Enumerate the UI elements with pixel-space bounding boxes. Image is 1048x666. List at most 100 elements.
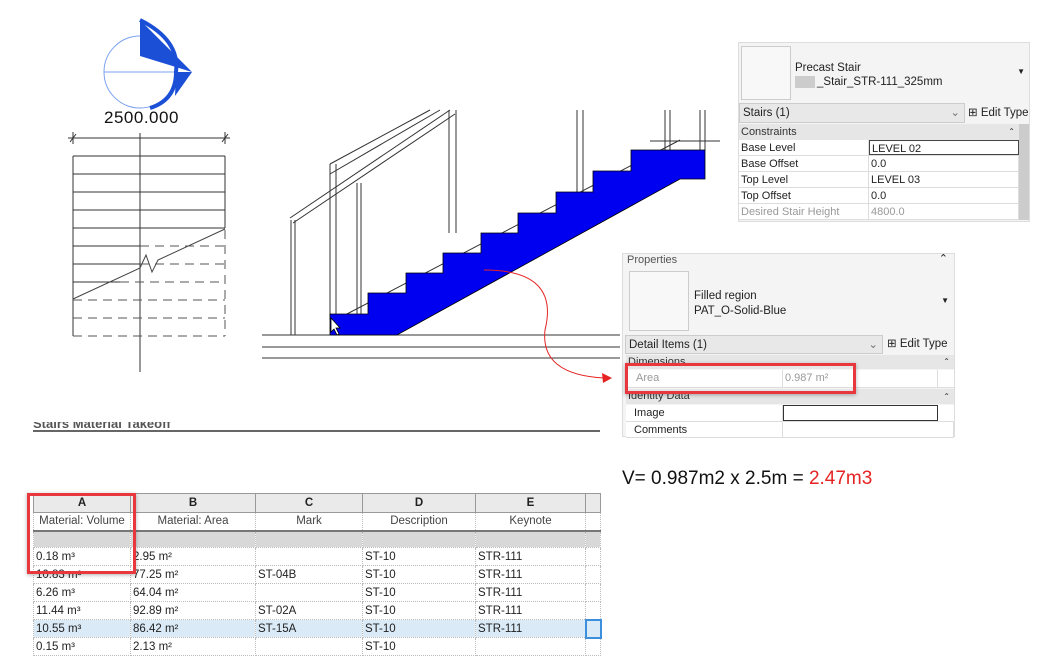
region-properties-panel: Properties ⌃ Filled region PAT_O-Solid-B…: [622, 253, 955, 438]
prop-key: Top Offset: [739, 188, 869, 203]
table-cell[interactable]: [584, 618, 602, 639]
base-offset-field[interactable]: 0.0: [869, 156, 1019, 171]
edit-type-icon: ⊞: [887, 338, 897, 350]
top-offset-field[interactable]: 0.0: [869, 188, 1019, 203]
table-cell[interactable]: ST-10: [362, 619, 476, 638]
selector-label: Detail Items (1): [629, 339, 707, 351]
table-cell[interactable]: [255, 637, 363, 656]
column-header[interactable]: Mark: [255, 512, 363, 532]
edit-type-button[interactable]: ⊞ Edit Type: [887, 337, 948, 351]
table-cell[interactable]: 2.13 m²: [130, 637, 256, 656]
type-dropdown-arrow-icon[interactable]: ▼: [941, 296, 949, 305]
table-cell[interactable]: ST-10: [362, 565, 476, 584]
table-cell[interactable]: ST-10: [362, 547, 476, 566]
table-cell[interactable]: 77.25 m²: [130, 565, 256, 584]
table-cell[interactable]: STR-111: [475, 583, 586, 602]
schedule-view: Stairs Material Takeoff: [33, 422, 600, 666]
group-label: Constraints: [741, 126, 797, 138]
selector-label: Stairs (1): [743, 107, 790, 119]
edit-type-button[interactable]: ⊞ Edit Type: [968, 106, 1029, 120]
prop-key: Base Offset: [739, 156, 869, 171]
column-header[interactable]: Keynote: [475, 512, 586, 532]
area-highlight-box: [625, 363, 856, 394]
image-key: Image: [626, 405, 783, 421]
column-header[interactable]: Material: Area: [130, 512, 256, 532]
edit-type-label: Edit Type: [899, 338, 948, 350]
volume-highlight-box: [27, 493, 136, 574]
collapse-icon: ⌃: [943, 392, 950, 401]
edit-type-label: Edit Type: [980, 107, 1029, 119]
table-cell[interactable]: [585, 637, 601, 656]
base-level-field[interactable]: LEVEL 02: [869, 140, 1019, 155]
table-cell[interactable]: ST-15A: [255, 619, 363, 638]
stair-properties-panel: Precast Stair _Stair_STR-111_325mm ▼ Sta…: [738, 42, 1030, 222]
table-cell[interactable]: 6.26 m³: [33, 583, 131, 602]
table-cell[interactable]: 11.44 m³: [33, 601, 131, 620]
table-cell[interactable]: [255, 547, 363, 566]
close-icon[interactable]: ⌃: [938, 253, 948, 265]
table-cell[interactable]: 0.15 m³: [33, 637, 131, 656]
constraints-group[interactable]: Constraints ⌃: [739, 124, 1019, 140]
column-header[interactable]: Description: [362, 512, 476, 532]
table-cell[interactable]: 10.55 m³: [33, 619, 131, 638]
desired-height-field: 4800.0: [869, 204, 1019, 219]
formula-text: V= 0.987m2 x 2.5m =: [622, 468, 809, 489]
chevron-down-icon: ⌄: [868, 339, 878, 351]
table-cell[interactable]: ST-02A: [255, 601, 363, 620]
table-cell[interactable]: ST-10: [362, 601, 476, 620]
type-name: _Stair_STR-111_325mm: [795, 76, 943, 88]
table-cell[interactable]: STR-111: [475, 619, 586, 638]
type-family: Precast Stair: [795, 62, 861, 74]
formula-result: 2.47m3: [808, 468, 873, 489]
chevron-down-icon: ⌄: [950, 107, 960, 119]
panel-title: Properties: [627, 254, 678, 266]
column-letter[interactable]: C: [255, 493, 363, 513]
table-cell[interactable]: [475, 637, 586, 656]
type-dropdown-arrow-icon[interactable]: ▼: [1017, 67, 1025, 76]
table-cell[interactable]: [585, 601, 601, 620]
column-header[interactable]: Material: Volume: [33, 512, 131, 532]
column-letter[interactable]: B: [130, 493, 256, 513]
edit-type-icon: ⊞: [968, 107, 978, 119]
section-head-symbol: [103, 18, 192, 110]
comments-field[interactable]: [783, 422, 954, 437]
prop-key: Desired Stair Height: [739, 204, 869, 219]
image-field[interactable]: [783, 405, 938, 421]
column-letter[interactable]: D: [362, 493, 476, 513]
scrollbar[interactable]: [1019, 124, 1029, 220]
table-cell[interactable]: [585, 565, 601, 584]
table-cell[interactable]: ST-10: [362, 637, 476, 656]
callout-arrow: [483, 269, 606, 379]
instance-selector[interactable]: Stairs (1) ⌄: [739, 103, 965, 123]
column-letter[interactable]: [585, 493, 601, 513]
group-row: [33, 530, 601, 548]
table-cell[interactable]: [255, 583, 363, 602]
top-level-field[interactable]: LEVEL 03: [869, 172, 1019, 187]
table-cell[interactable]: 92.89 m²: [130, 601, 256, 620]
table-cell[interactable]: STR-111: [475, 547, 586, 566]
collapse-icon: ⌃: [1008, 127, 1015, 136]
column-letter[interactable]: A: [33, 493, 131, 513]
table-cell[interactable]: 2.95 m²: [130, 547, 256, 566]
cursor-icon: [330, 316, 341, 336]
table-cell[interactable]: [585, 547, 601, 566]
prop-key: Top Level: [739, 172, 869, 187]
column-header[interactable]: [585, 512, 601, 532]
table-cell[interactable]: ST-10: [362, 583, 476, 602]
table-cell[interactable]: ST-04B: [255, 565, 363, 584]
table-cell[interactable]: 64.04 m²: [130, 583, 256, 602]
area-key: Area: [626, 370, 783, 387]
instance-selector[interactable]: Detail Items (1) ⌄: [625, 335, 883, 354]
schedule-tab-title[interactable]: Stairs Material Takeoff: [33, 422, 171, 431]
table-cell[interactable]: 86.42 m²: [130, 619, 256, 638]
table-cell[interactable]: [585, 583, 601, 602]
column-letter[interactable]: E: [475, 493, 586, 513]
table-cell[interactable]: STR-111: [475, 601, 586, 620]
table-cell[interactable]: STR-111: [475, 565, 586, 584]
